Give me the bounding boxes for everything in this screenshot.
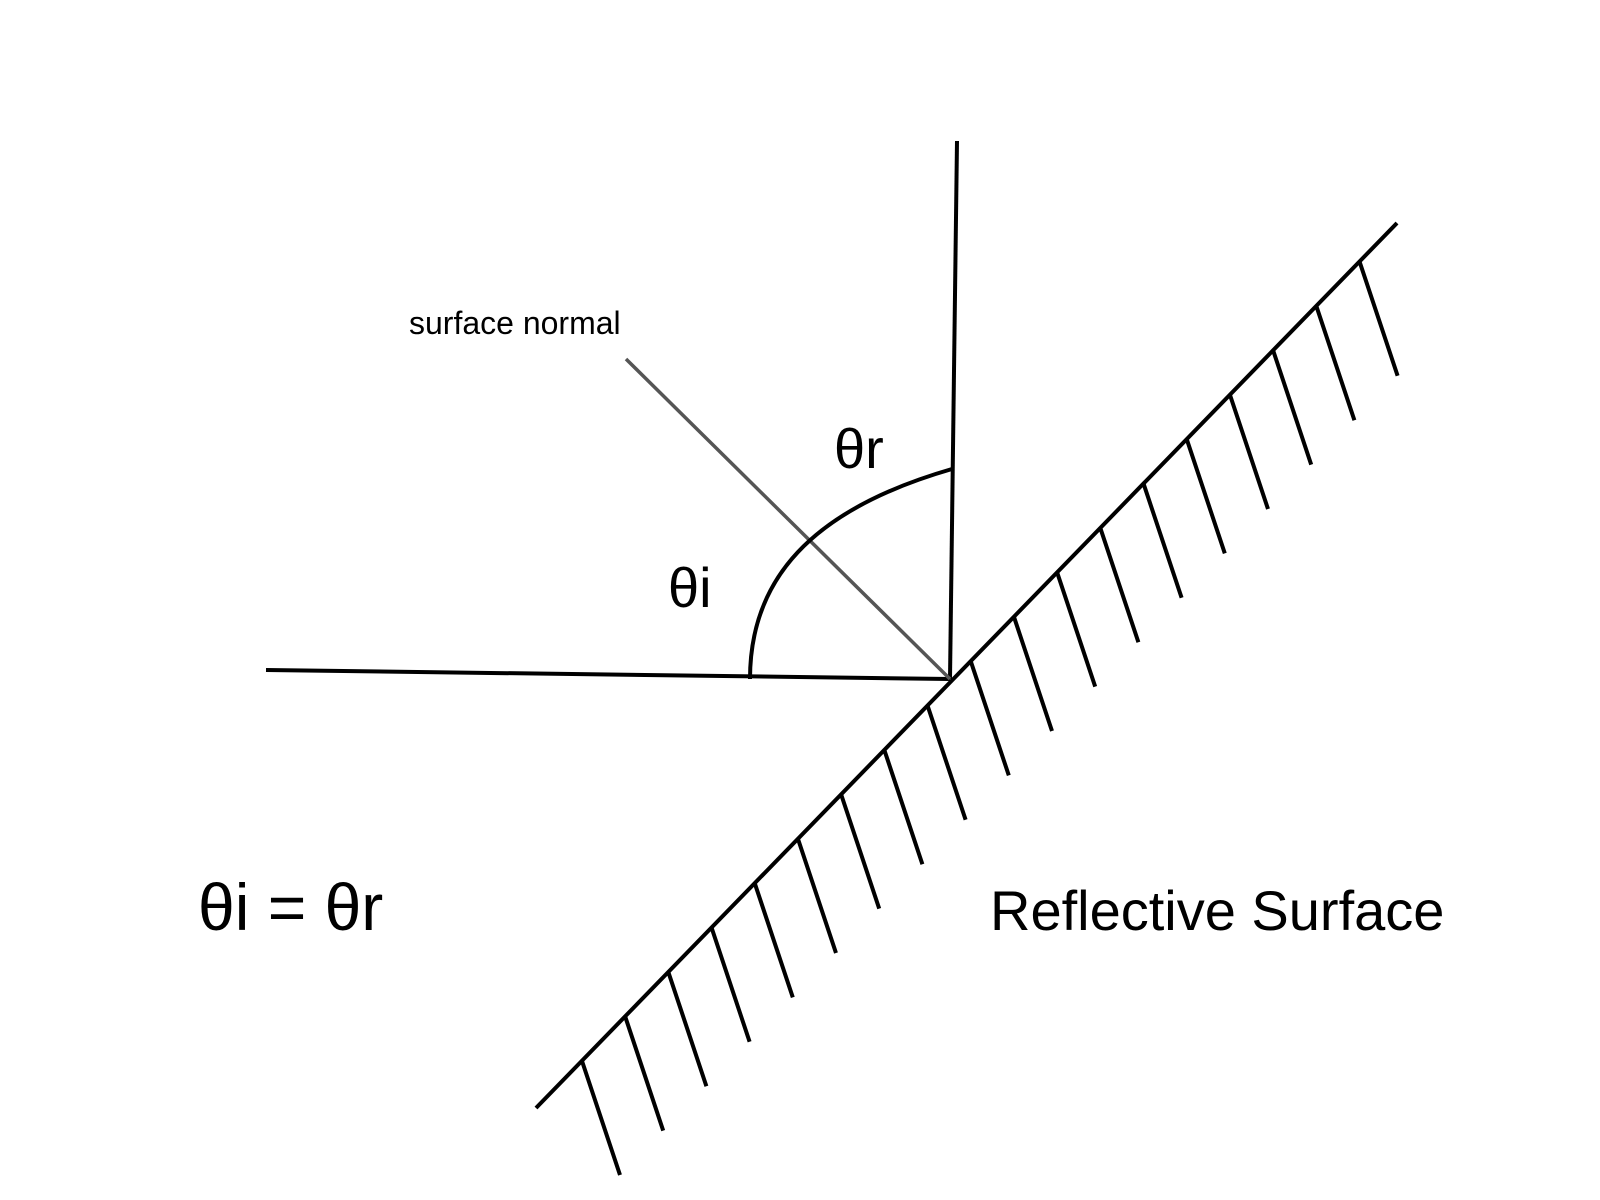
reflected-ray	[948, 140, 959, 680]
incident-ray	[265, 668, 951, 681]
reflective-surface-line	[534, 221, 1399, 1110]
hatch-mark	[1314, 305, 1357, 421]
hatch-mark	[1184, 438, 1227, 555]
hatch-mark	[709, 927, 752, 1043]
reflective-surface-label: Reflective Surface	[990, 879, 1444, 942]
surface-normal-line	[624, 357, 952, 681]
hatch-mark	[580, 1060, 622, 1176]
hatch-mark	[1098, 527, 1141, 643]
theta-r-label: θr	[834, 417, 884, 480]
hatch-mark	[839, 793, 882, 910]
hatch-mark	[882, 749, 925, 865]
hatch-mark	[1055, 571, 1098, 688]
surface-hatching	[580, 261, 1400, 1176]
hatch-mark	[623, 1015, 666, 1132]
hatch-mark	[666, 971, 709, 1087]
hatch-mark	[968, 660, 1011, 777]
hatch-mark	[752, 882, 795, 999]
hatch-mark	[925, 705, 968, 821]
hatch-mark	[1012, 616, 1054, 732]
equation-label: θi = θr	[198, 870, 383, 944]
theta-i-label: θi	[668, 556, 712, 619]
angle-arc	[748, 467, 953, 680]
hatch-mark	[796, 838, 838, 954]
surface-normal-label: surface normal	[409, 305, 621, 341]
hatch-mark	[1357, 261, 1400, 377]
hatch-mark	[1271, 349, 1314, 466]
hatch-mark	[1228, 394, 1270, 510]
hatch-mark	[1141, 483, 1184, 599]
